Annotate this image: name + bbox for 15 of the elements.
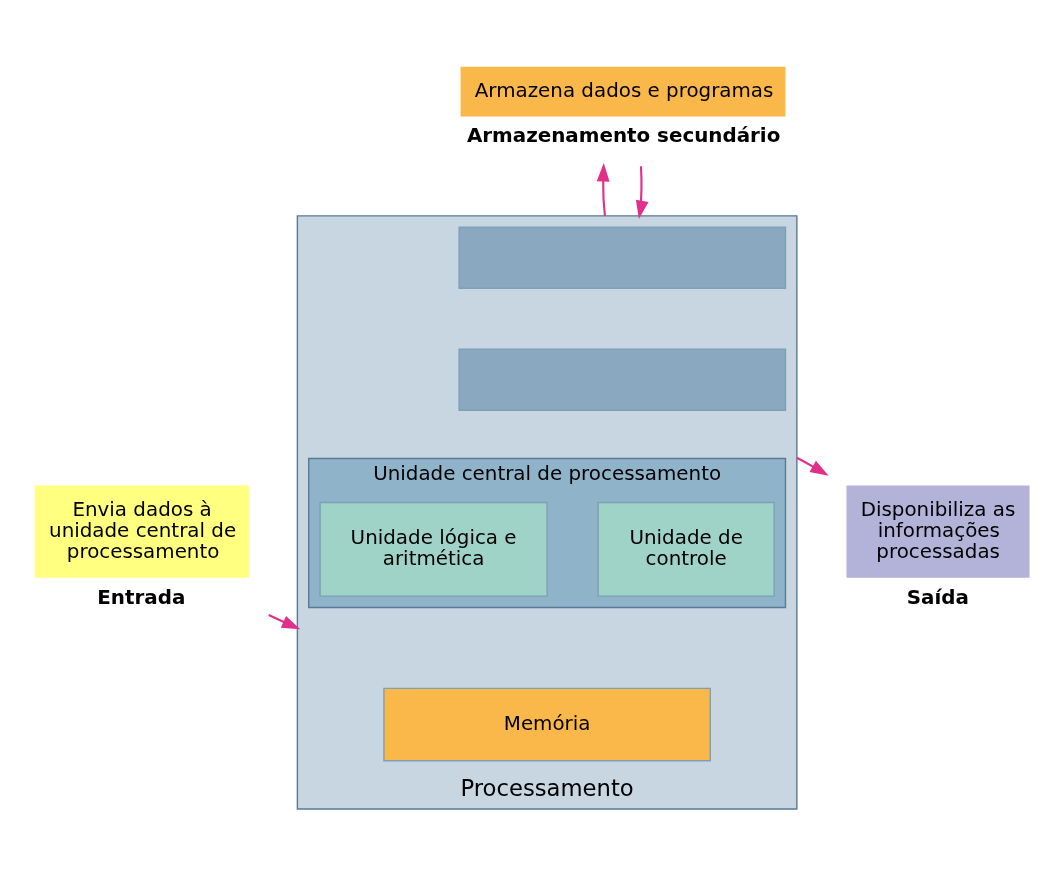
node-box (458, 226, 787, 289)
node-box: Envia dados à unidade central de processamento (34, 485, 250, 578)
node-box: Memória (383, 687, 711, 762)
node-box: Disponibiliza as informações processadas (846, 485, 1030, 578)
node-box: Unidade de controle (597, 501, 775, 597)
node-label: Armazenamento secundário (466, 124, 781, 148)
node-box (458, 348, 787, 411)
arrow (596, 163, 610, 216)
node-label: Entrada (97, 585, 186, 609)
arrow (268, 614, 301, 630)
node-box: Unidade lógica e aritmética (319, 501, 548, 597)
node-box: Armazena dados e programas (460, 66, 786, 117)
node-label: Saída (906, 585, 969, 609)
arrow (635, 166, 649, 219)
arrow (796, 456, 829, 476)
